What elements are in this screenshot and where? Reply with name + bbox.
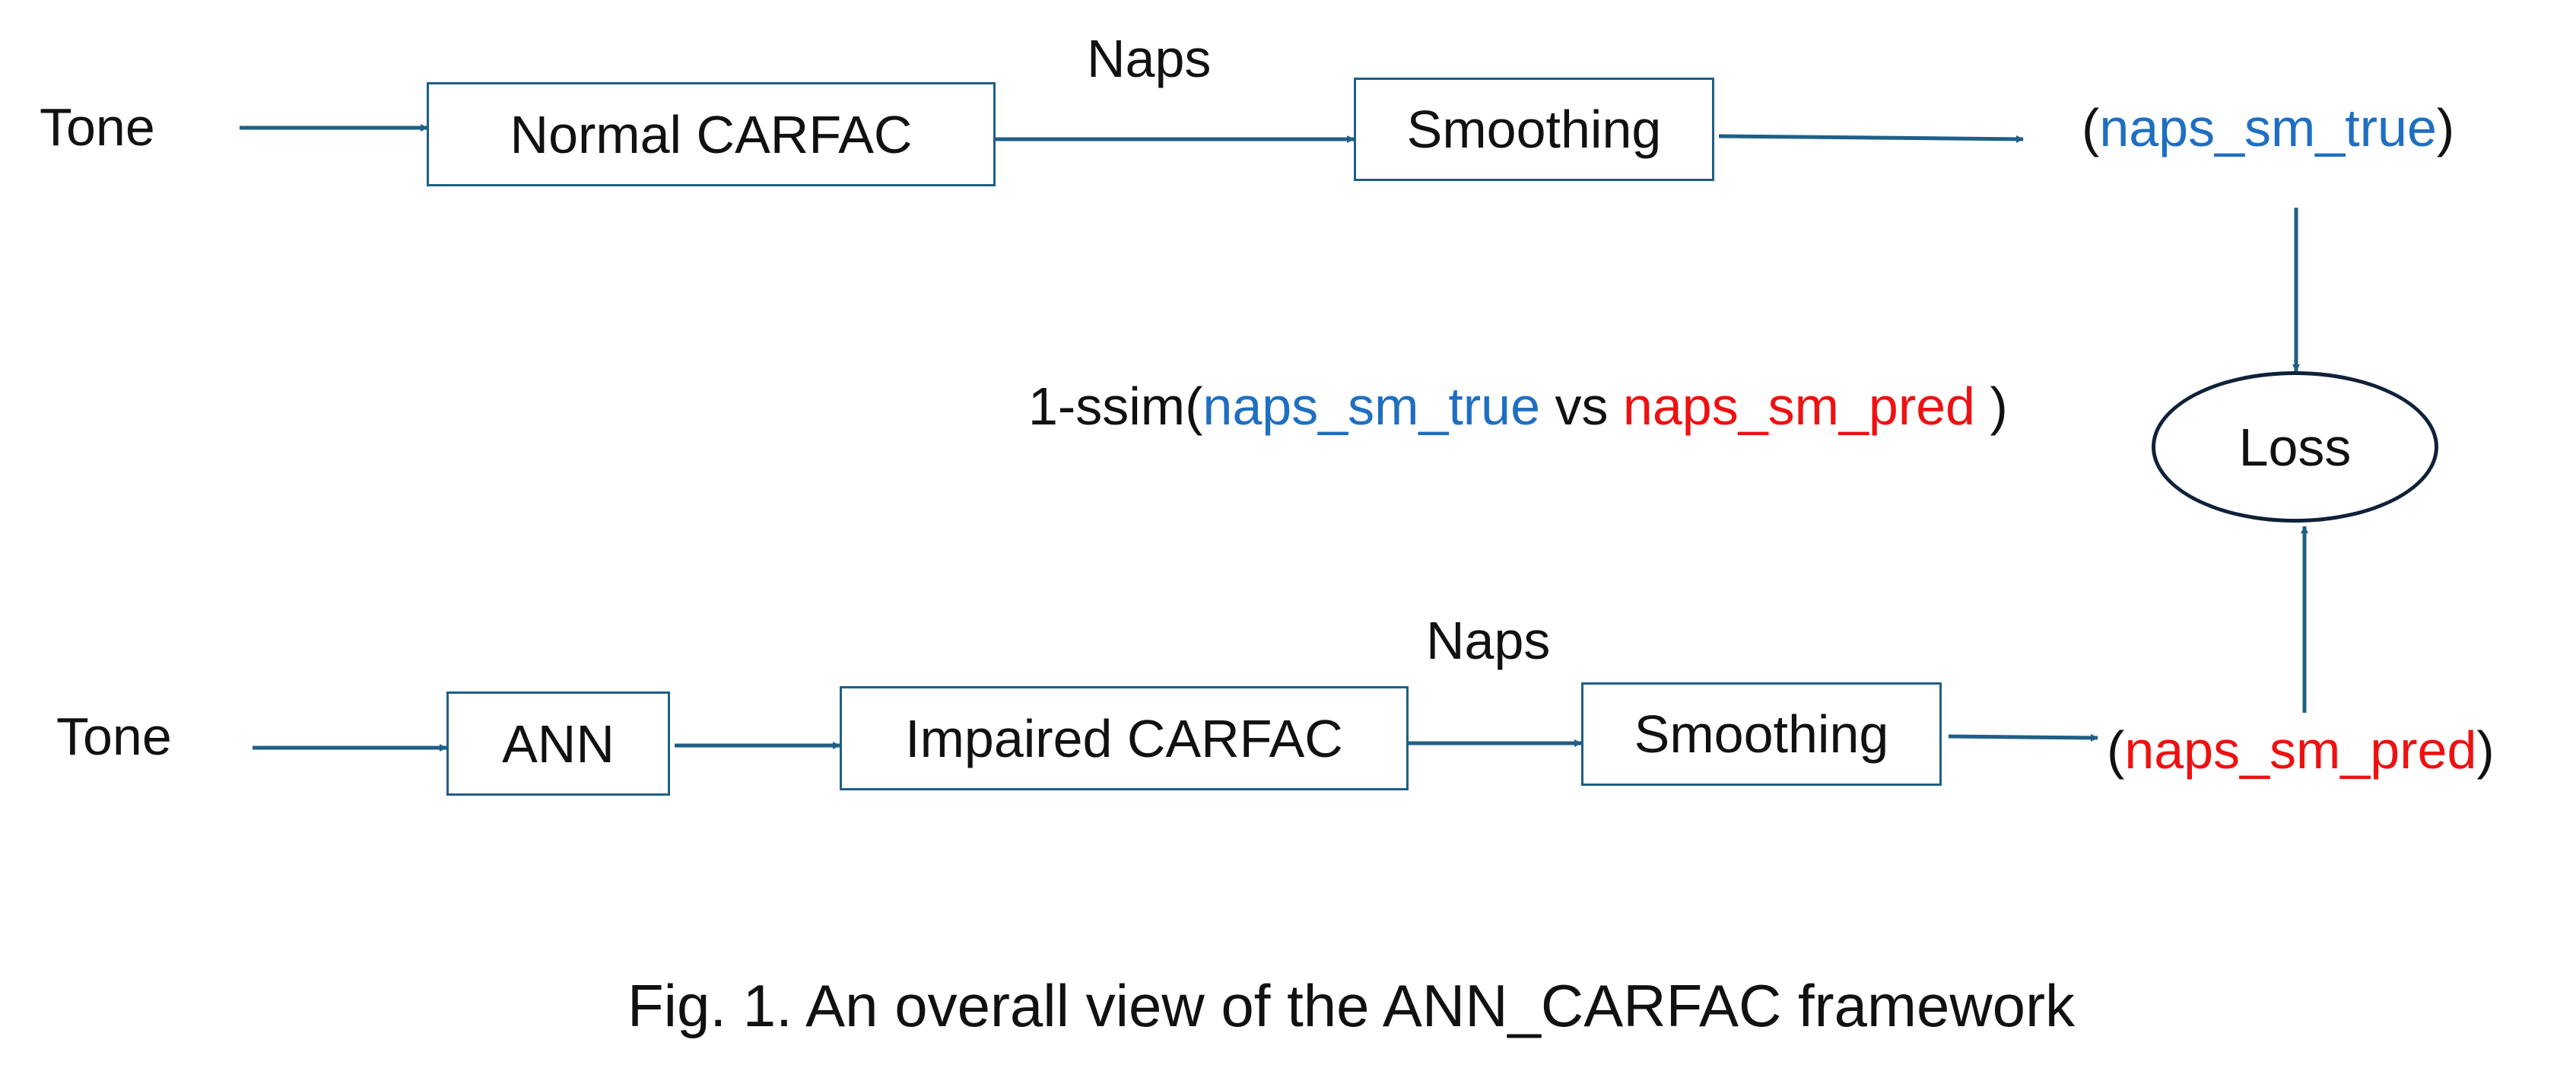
- bottom-naps-label: Naps: [1426, 611, 1551, 670]
- arrow-smoothing-to-naps-sm-pred: [1948, 733, 2098, 742]
- top-naps-label: Naps: [1087, 29, 1212, 88]
- naps-sm-pred-var: naps_sm_pred: [2124, 720, 2477, 780]
- impaired-carfac-box: Impaired CARFAC: [840, 686, 1409, 790]
- bottom-input-label: Tone: [56, 707, 172, 766]
- paren-open: (: [2082, 98, 2100, 157]
- naps-sm-true-output: (naps_sm_true): [2082, 101, 2454, 154]
- naps-sm-pred-output: (naps_sm_pred): [2107, 723, 2495, 777]
- formula-true-var: naps_sm_true: [1202, 377, 1541, 436]
- formula-pred-var: naps_sm_pred: [1622, 377, 1975, 436]
- formula-prefix: 1-ssim(: [1028, 377, 1203, 436]
- paren-close: ): [2436, 98, 2455, 157]
- formula-suffix: ): [1975, 377, 2008, 436]
- paren-close: ): [2476, 720, 2495, 780]
- arrow-smoothing-to-naps-sm-true: [1718, 134, 2024, 143]
- bottom-smoothing-box: Smoothing: [1581, 682, 1942, 786]
- ann-box: ANN: [446, 691, 670, 796]
- loss-formula: 1-ssim(naps_sm_true vs naps_sm_pred ): [1028, 380, 2008, 433]
- figure-caption: Fig. 1. An overall view of the ANN_CARFA…: [627, 972, 2076, 1039]
- paren-open: (: [2107, 720, 2125, 780]
- formula-vs: vs: [1540, 377, 1623, 436]
- naps-sm-true-var: naps_sm_true: [2099, 98, 2437, 157]
- loss-ellipse: Loss: [2152, 371, 2438, 523]
- top-input-label: Tone: [40, 97, 155, 157]
- normal-carfac-box: Normal CARFAC: [427, 82, 996, 186]
- top-smoothing-box: Smoothing: [1354, 78, 1714, 181]
